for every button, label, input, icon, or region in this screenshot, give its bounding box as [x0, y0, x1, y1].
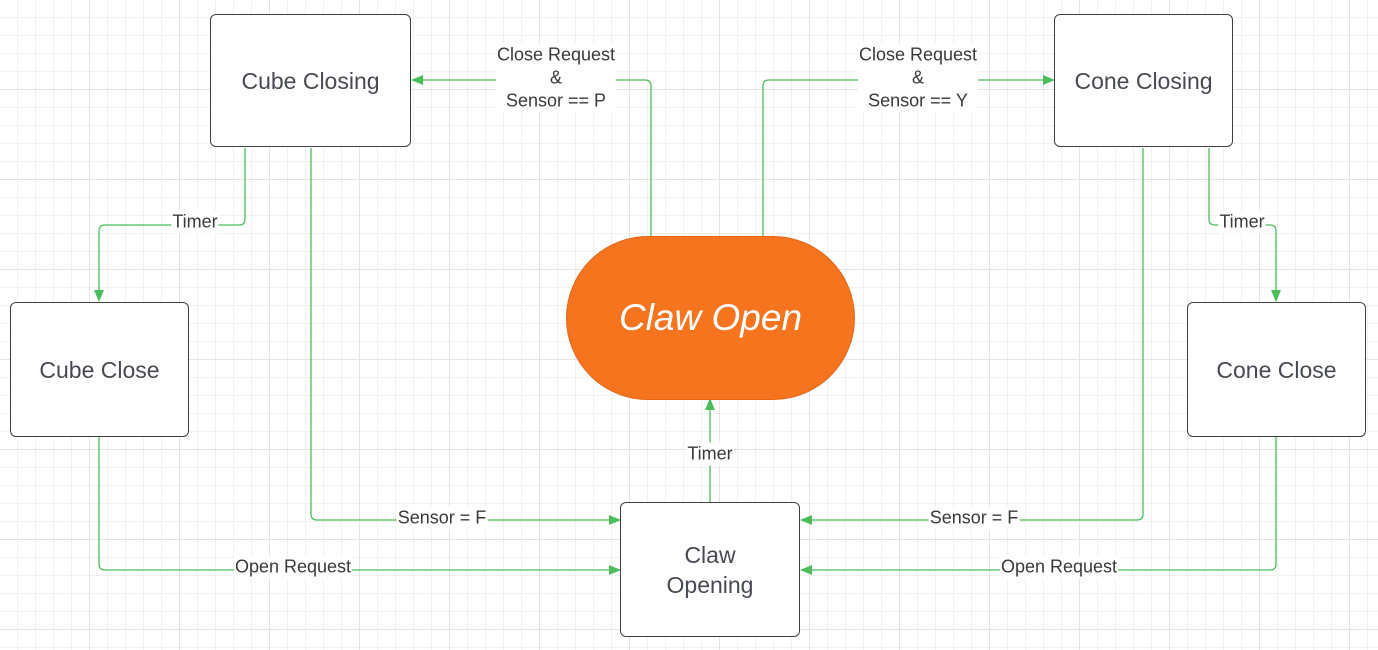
edge-open-to-cone-closing[interactable]	[762, 75, 1055, 236]
node-cube-close-label: Cube Close	[39, 356, 160, 383]
edge-label-cone-open-request: Open Request	[999, 555, 1119, 579]
edge-label-line: Close Request	[858, 44, 978, 65]
edge-cube-closing-to-claw-opening[interactable]	[310, 148, 621, 525]
edge-label-cone-close-request: Close Request & Sensor == Y	[857, 43, 979, 113]
edge-label-cube-timer: Timer	[171, 210, 219, 234]
node-claw-open[interactable]: Claw Open	[566, 236, 855, 400]
node-cube-closing-label: Cube Closing	[241, 67, 380, 94]
node-claw-opening-label-line2: Opening	[666, 571, 754, 598]
node-cube-close[interactable]: Cube Close	[10, 302, 189, 437]
edge-label-opening-timer: Timer	[686, 442, 734, 466]
edge-label-line: Sensor == P	[505, 90, 607, 111]
edge-label-cube-open-request: Open Request	[233, 555, 353, 579]
node-cone-closing-label: Cone Closing	[1074, 67, 1213, 94]
node-cone-close[interactable]: Cone Close	[1187, 302, 1366, 437]
node-claw-opening[interactable]: Claw Opening	[620, 502, 800, 637]
edge-label-cone-sensor-f: Sensor = F	[928, 506, 1020, 530]
node-cone-close-label: Cone Close	[1216, 356, 1337, 383]
edge-open-to-cube-closing[interactable]	[411, 75, 652, 236]
node-claw-open-label: Claw Open	[618, 297, 803, 338]
edge-label-line: &	[549, 67, 563, 88]
node-cone-closing[interactable]: Cone Closing	[1054, 14, 1233, 147]
edge-label-cone-timer: Timer	[1218, 210, 1266, 234]
edge-label-line: &	[911, 67, 925, 88]
edge-cone-close-to-claw-opening[interactable]	[800, 437, 1277, 575]
node-cube-closing[interactable]: Cube Closing	[210, 14, 411, 147]
edge-label-line: Close Request	[496, 44, 616, 65]
edge-label-cube-close-request: Close Request & Sensor == P	[495, 43, 617, 113]
edge-label-line: Sensor == Y	[868, 90, 968, 111]
edge-cone-closing-to-claw-opening[interactable]	[800, 148, 1144, 525]
edge-cube-close-to-claw-opening[interactable]	[98, 437, 621, 575]
node-claw-opening-label-line1: Claw	[684, 541, 736, 568]
edge-label-cube-sensor-f: Sensor = F	[396, 506, 488, 530]
